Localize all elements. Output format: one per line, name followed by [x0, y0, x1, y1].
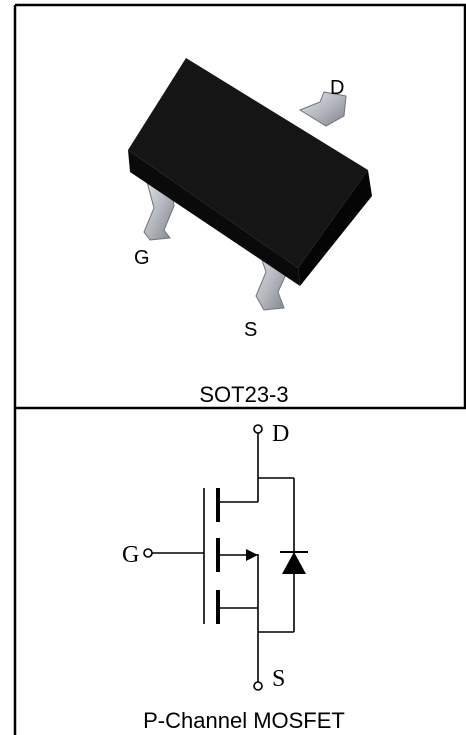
package-pin-s-label: S [244, 319, 257, 341]
channel-arrow-icon [246, 549, 258, 561]
schematic-pin-s-label: S [272, 666, 285, 692]
source-terminal [253, 681, 263, 691]
lead-d [298, 91, 347, 127]
panel-borders [13, 3, 466, 735]
body-diode-icon [282, 552, 306, 574]
schematic-caption: P-Channel MOSFET [143, 708, 345, 733]
package-pin-d-label: D [330, 77, 344, 99]
chip-right-face [298, 170, 372, 286]
sot23-package-illustration [128, 58, 372, 311]
schematic-pin-d-label: D [272, 421, 289, 447]
drain-terminal [253, 424, 263, 434]
mosfet-schematic [143, 424, 295, 691]
gate-terminal [143, 548, 153, 558]
package-caption: SOT23-3 [199, 382, 288, 407]
schematic-pin-g-label: G [122, 542, 139, 568]
chip-left-face [128, 150, 300, 286]
package-pin-g-label: G [134, 247, 150, 269]
chip-top-face [128, 58, 368, 268]
